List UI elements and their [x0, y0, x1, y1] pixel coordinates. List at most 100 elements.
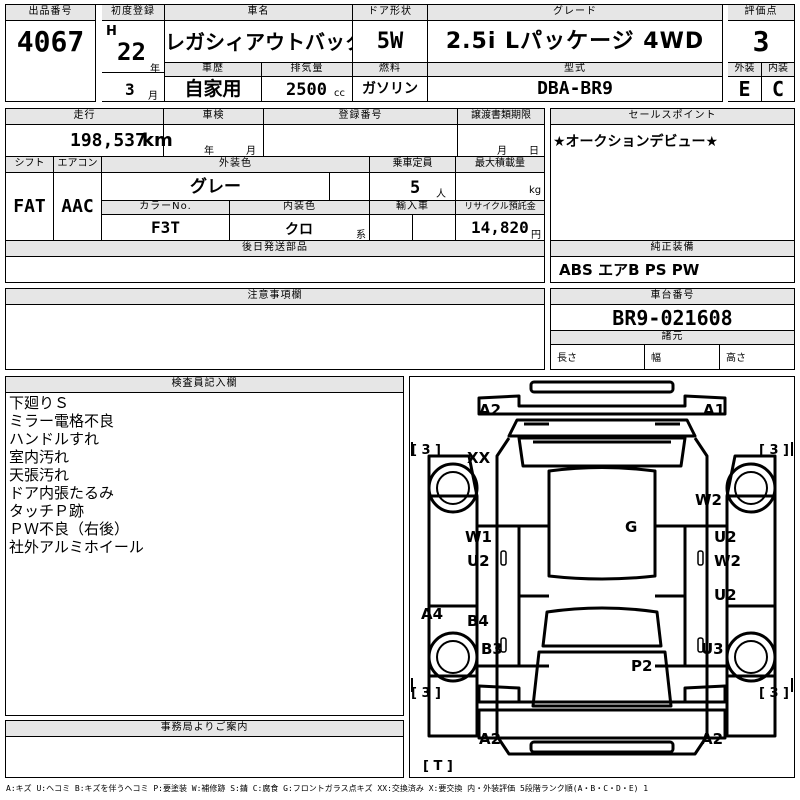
roof	[547, 466, 657, 581]
tire-rear-right	[725, 631, 777, 683]
shift-label: シフト	[6, 157, 54, 173]
exterior-grade: E	[728, 77, 762, 102]
chassis-label: 車台番号	[551, 289, 795, 305]
note-line: 室内汚れ	[9, 448, 70, 466]
model: DBA-BR9	[428, 77, 723, 102]
left-side	[427, 454, 479, 738]
mileage: 198,537	[70, 130, 146, 151]
int-color: クロ	[285, 222, 313, 238]
interior-grade: C	[762, 77, 795, 102]
ac-label: エアコン	[54, 157, 102, 173]
details-block	[5, 108, 545, 283]
tire-front-right	[725, 462, 777, 514]
mark-a2-rear-right: A2	[701, 730, 723, 748]
tire-rear-left	[427, 631, 479, 683]
recycle: 14,820	[471, 218, 529, 237]
month-unit: 月	[148, 91, 158, 102]
year-unit: 年	[150, 64, 160, 75]
lot-no-label: 出品番号	[6, 5, 96, 21]
note-line: 下廻りＳ	[9, 394, 70, 412]
tire-grade-rear-right: [ 3 ]	[759, 686, 789, 701]
mark-a2-front-left: A2	[479, 401, 501, 419]
inspection-year-unit: 年	[204, 146, 214, 157]
displacement-label: 排気量	[262, 63, 353, 77]
mark-p2-rear: P2	[631, 657, 652, 675]
note-line: タッチＰ跡	[9, 502, 85, 520]
recycle-label: リサイクル預託金	[456, 201, 545, 215]
displacement: 2500	[286, 80, 327, 100]
capacity-cell	[370, 173, 456, 201]
tire-grade-rear-left: [ 3 ]	[411, 686, 441, 701]
inspection-month-unit: 月	[246, 146, 256, 157]
transfer-month-unit: 月	[497, 146, 507, 157]
front-bumper-top	[529, 380, 675, 394]
score: 3	[728, 21, 795, 63]
grade-label: グレード	[428, 5, 723, 21]
max-load-cell	[456, 173, 545, 201]
first-reg-cell	[102, 21, 165, 102]
color: グレー	[102, 173, 330, 201]
door-label: ドア形状	[353, 5, 428, 21]
ac: AAC	[54, 173, 102, 241]
chassis-box	[550, 288, 795, 370]
front-bumper	[477, 394, 727, 416]
office-box	[5, 720, 404, 778]
exterior-label: 外装	[728, 63, 762, 77]
caution-label: 注意事項欄	[6, 289, 544, 305]
later-parts-label: 後日発送部品	[6, 241, 545, 257]
selling-points-text: ★オークションデビュー★	[551, 125, 795, 241]
import-cell-b	[413, 215, 456, 241]
mark-u2-right: U2	[714, 528, 737, 546]
color-label: 外装色	[102, 157, 370, 173]
selling-points-label: セールスポイント	[551, 109, 795, 125]
rear-bumper	[477, 708, 727, 740]
car-name: レガシィアウトバック	[165, 21, 353, 63]
tire-grade-front-left: [ 3 ]	[411, 443, 441, 458]
mark-b3-left: B3	[481, 640, 503, 658]
inspector-label: 検査員記入欄	[6, 377, 403, 393]
first-reg-month: 3	[125, 80, 135, 99]
score-label: 評価点	[728, 5, 795, 21]
note-line: ハンドルすれ	[9, 430, 100, 448]
door-type: 5W	[353, 21, 428, 63]
capacity-label: 乗車定員	[370, 157, 456, 173]
legend: A:キズ U:ヘコミ B:キズを伴うヘコミ P:要塗装 W:補修跡 S:錆 C:…	[6, 784, 649, 793]
import-cell-a	[370, 215, 413, 241]
mark-xx: XX	[467, 449, 491, 467]
mark-b4-left: B4	[467, 612, 489, 630]
displacement-unit: cc	[334, 88, 345, 99]
mileage-unit: km	[142, 130, 173, 151]
car-diagram-box	[409, 376, 795, 778]
mark-w1-left: W1	[465, 528, 492, 546]
mileage-cell	[6, 125, 164, 157]
model-label: 型式	[428, 63, 723, 77]
inspection-cell	[164, 125, 264, 157]
mark-w2-right-front: W2	[695, 491, 722, 509]
color-blank-cell	[330, 173, 370, 201]
chassis-number: BR9-021608	[551, 305, 795, 331]
equipment-text: ABS エアB PS PW	[551, 257, 795, 283]
car-diagram: A2 A1 XX W2 G W1 U2 U2 W2 U2 A4 B4 B3 U3…	[411, 380, 793, 774]
inspection-label: 車検	[164, 109, 264, 125]
max-load-label: 最大積載量	[456, 157, 545, 173]
mark-w2-right: W2	[714, 552, 741, 570]
shift: FAT	[6, 173, 54, 241]
right-side	[725, 454, 777, 738]
int-color-label: 内装色	[230, 201, 370, 215]
height-label: 高さ	[720, 345, 795, 370]
int-color-unit: 系	[356, 230, 366, 241]
fuel-label: 燃料	[353, 63, 428, 77]
later-parts-cell	[6, 257, 545, 283]
rear-glass	[541, 606, 663, 648]
hood	[507, 418, 697, 438]
color-no: F3T	[102, 215, 230, 241]
transfer-day-unit: 日	[529, 146, 539, 157]
first-reg-year: 22	[117, 38, 146, 66]
mark-g-roof: G	[625, 518, 637, 536]
mark-u2-right-lower: U2	[714, 586, 737, 604]
fuel: ガソリン	[353, 77, 428, 102]
specs-label: 諸元	[551, 331, 795, 345]
note-line: 天張汚れ	[9, 466, 70, 484]
reg-no-label: 登録番号	[264, 109, 458, 125]
header-block	[5, 4, 795, 102]
